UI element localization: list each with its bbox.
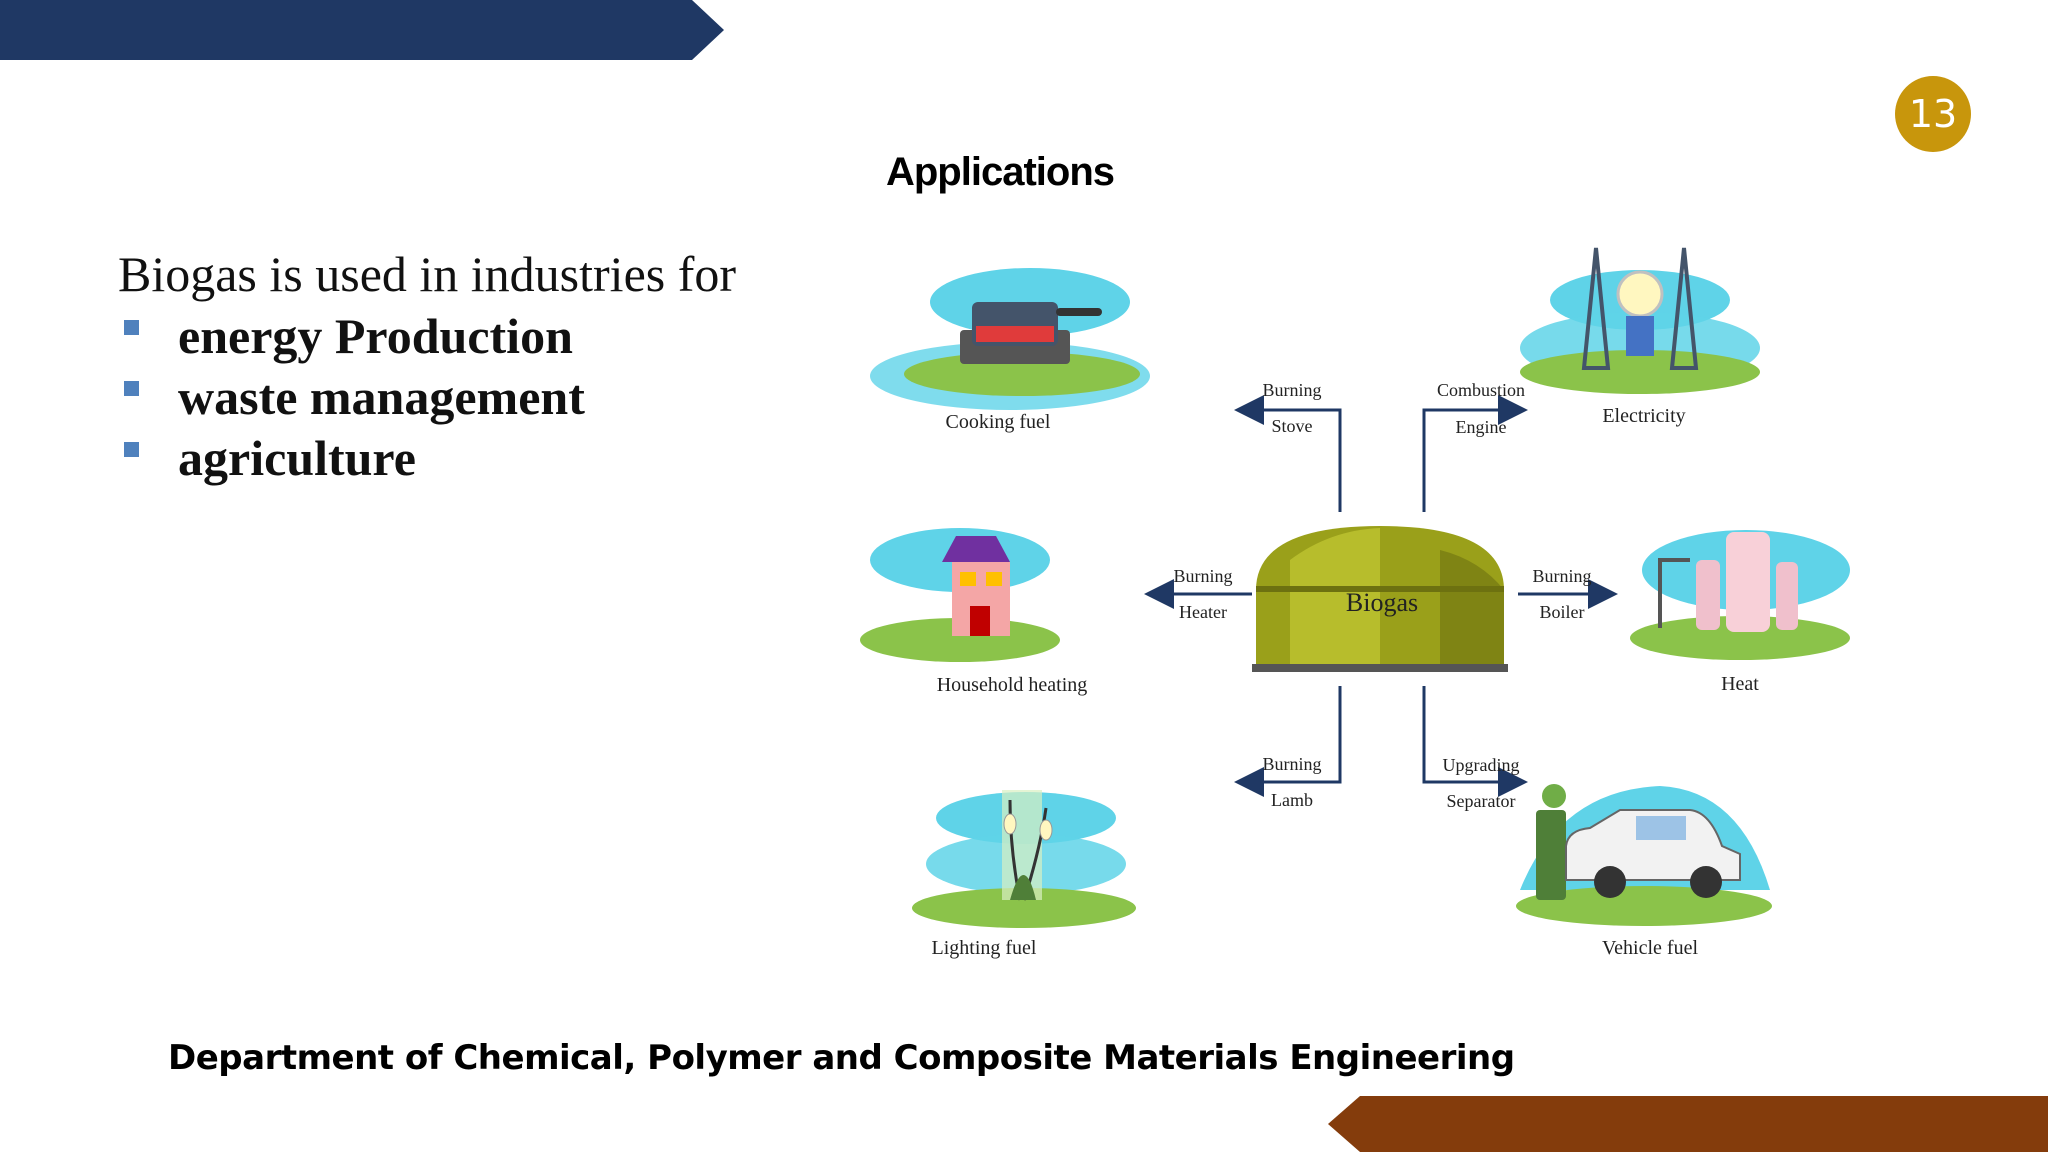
- cooking-node-label: Cooking fuel: [946, 411, 1051, 433]
- cooking-pot-icon: [870, 268, 1150, 410]
- slide-title: Applications: [885, 150, 1115, 194]
- lamp-icon: [912, 790, 1136, 928]
- electricity-tower-icon: [1520, 247, 1760, 394]
- connector-arrows: [1144, 395, 1618, 797]
- intro-text: Biogas is used in industries for: [118, 246, 737, 302]
- electricity-device-label: Engine: [1456, 417, 1507, 437]
- house-icon: [860, 528, 1060, 662]
- center-label: Biogas: [1346, 588, 1418, 617]
- lighting-node-label: Lighting fuel: [932, 937, 1037, 959]
- heat-process-label: Burning: [1532, 566, 1591, 586]
- lighting-device-label: Lamb: [1271, 790, 1313, 810]
- cooking-process-label: Burning: [1262, 380, 1321, 400]
- electricity-process-label: Combustion: [1437, 380, 1525, 400]
- household-process-label: Burning: [1173, 566, 1232, 586]
- household-device-label: Heater: [1179, 602, 1227, 622]
- heat-device-label: Boiler: [1540, 602, 1585, 622]
- biogas-dome-icon: [1252, 526, 1508, 672]
- lighting-process-label: Burning: [1262, 754, 1321, 774]
- bullet-item: waste management: [118, 367, 585, 428]
- car-icon: [1516, 784, 1772, 926]
- heat-node-label: Heat: [1721, 673, 1759, 695]
- page-number-badge: 13: [1895, 76, 1971, 152]
- footer-department: Department of Chemical, Polymer and Comp…: [168, 1038, 1515, 1078]
- vehicle-node-label: Vehicle fuel: [1602, 937, 1699, 959]
- bullet-square-icon: [124, 442, 139, 457]
- vehicle-process-label: Upgrading: [1443, 755, 1520, 775]
- bullet-item: energy Production: [118, 306, 585, 367]
- bullet-square-icon: [124, 320, 139, 335]
- electricity-node-label: Electricity: [1602, 405, 1685, 427]
- bottom-banner: [1328, 1096, 2048, 1152]
- bullet-square-icon: [124, 381, 139, 396]
- top-banner: [0, 0, 724, 60]
- bullet-item: agriculture: [118, 428, 585, 489]
- cooking-device-label: Stove: [1271, 416, 1312, 436]
- biogas-applications-diagram: Biogas Burning Stove Combustion Engine B…: [860, 247, 1850, 959]
- bullet-list: energy Production waste management agric…: [118, 306, 585, 489]
- boiler-icon: [1630, 530, 1850, 660]
- vehicle-device-label: Separator: [1447, 791, 1516, 811]
- household-node-label: Household heating: [937, 674, 1088, 696]
